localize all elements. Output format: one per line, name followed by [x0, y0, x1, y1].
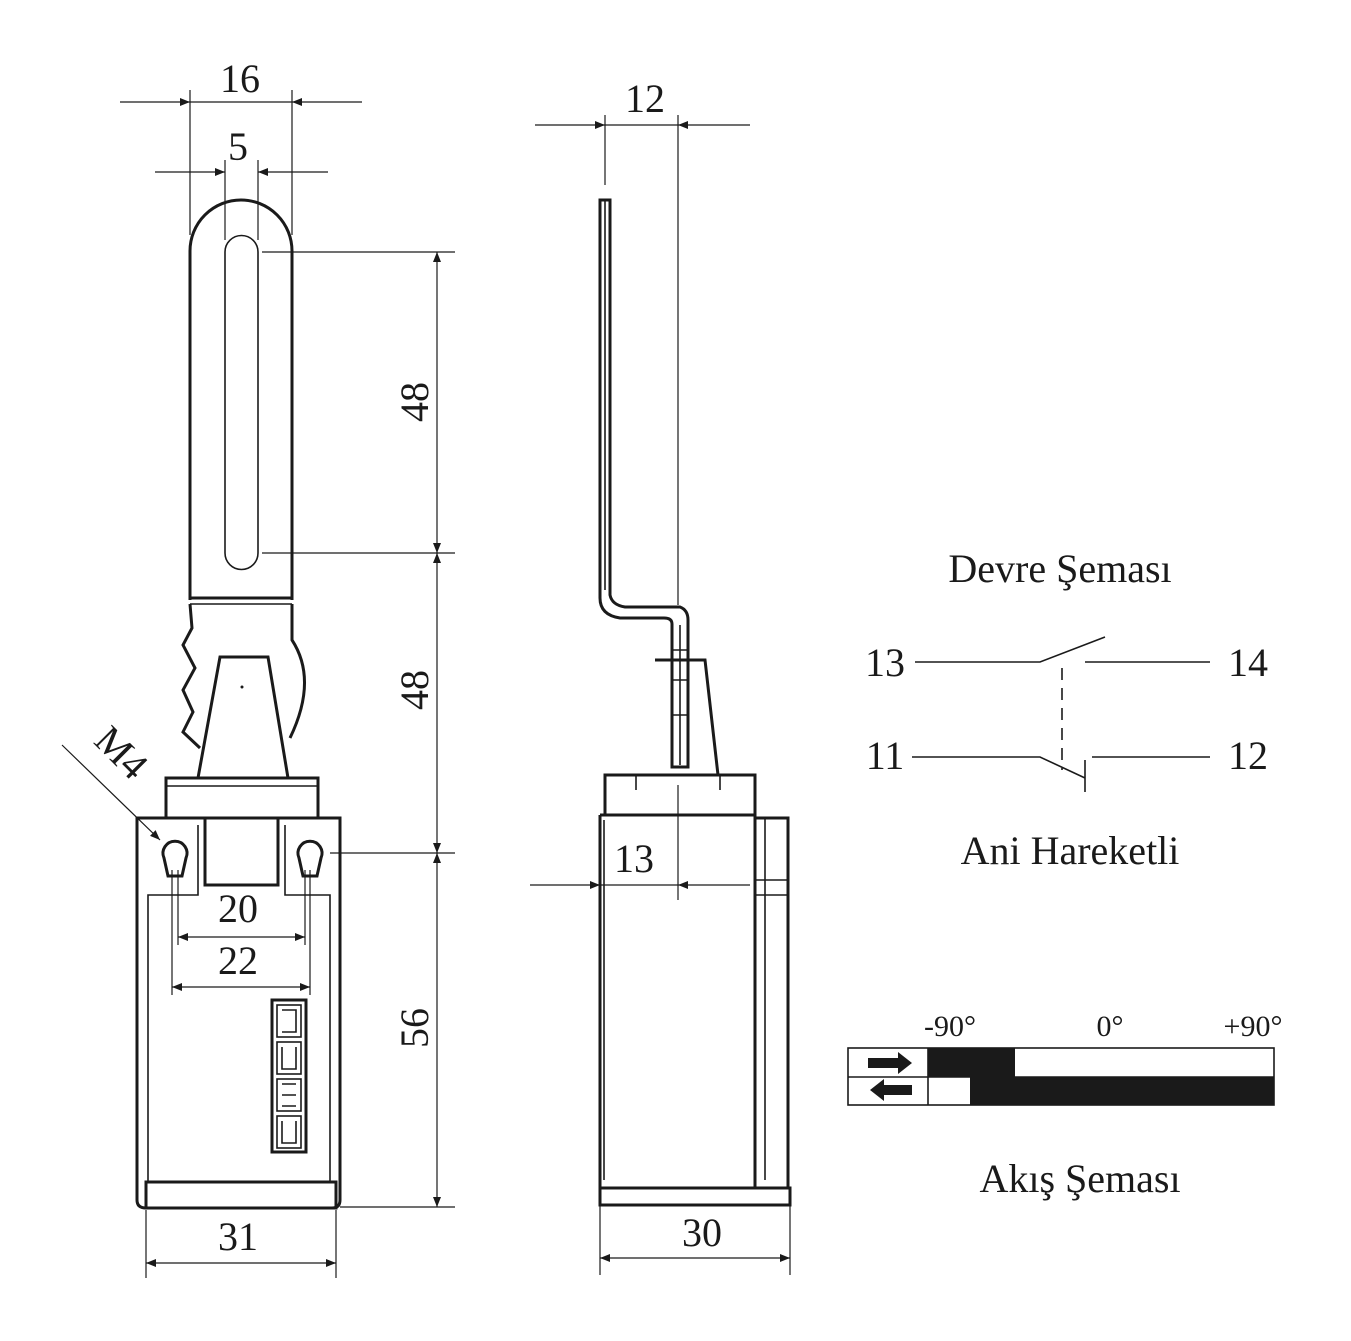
arrow-right-icon	[868, 1052, 912, 1074]
terminal-13: 13	[865, 640, 905, 685]
angle-plus-90: +90°	[1224, 1010, 1283, 1043]
head	[164, 776, 320, 820]
dim-hole-pitch-inner: 20	[218, 886, 258, 931]
dim-slot-length: 48	[392, 382, 437, 422]
side-body	[598, 813, 792, 1207]
angle-minus-90: -90°	[924, 1010, 976, 1043]
dim-thread: M4	[86, 717, 157, 788]
terminal-14: 14	[1228, 640, 1268, 685]
flow-title: Akış Şeması	[979, 1156, 1180, 1201]
terminal-12: 12	[1228, 733, 1268, 778]
dim-hole-to-base: 56	[392, 1008, 437, 1048]
dim-plunger-offset: 13	[614, 836, 654, 881]
dim-slot-width: 5	[228, 124, 248, 169]
body	[135, 816, 342, 1210]
dim-lever-offset: 12	[625, 76, 665, 121]
reverse-contact-bar	[970, 1077, 1274, 1105]
mounting-hole-left	[161, 839, 189, 878]
side-lever	[598, 198, 690, 769]
lever	[181, 198, 306, 750]
dimensions-front: 16 5 48 48 56 20	[61, 56, 455, 1278]
dim-lever-width: 16	[220, 56, 260, 101]
side-head	[603, 773, 757, 817]
circuit-title: Devre Şeması	[948, 546, 1171, 591]
dim-body-depth: 30	[682, 1210, 722, 1255]
circuit-subtitle: Ani Hareketli	[961, 828, 1180, 873]
dim-lever-to-hole: 48	[392, 670, 437, 710]
flow-diagram: -90° 0° +90° Akış Şeması	[847, 1010, 1283, 1201]
dim-hole-pitch-outer: 22	[218, 938, 258, 983]
dimensions-side: 12 13 30	[530, 76, 791, 1275]
angle-0: 0°	[1097, 1010, 1124, 1043]
dim-body-width: 31	[218, 1214, 258, 1259]
forward-contact-bar	[928, 1048, 1015, 1077]
plunger	[196, 655, 290, 780]
arrow-left-icon	[870, 1079, 912, 1101]
front-view: 16 5 48 48 56 20	[61, 56, 455, 1278]
mounting-hole-right	[296, 839, 324, 878]
side-view: 12 13 30	[530, 76, 792, 1275]
emas-logo	[270, 998, 308, 1154]
circuit-diagram: Devre Şeması 13 14 11 12 Ani Hareketli	[865, 546, 1268, 873]
terminal-11: 11	[866, 733, 905, 778]
side-plunger	[638, 658, 720, 777]
